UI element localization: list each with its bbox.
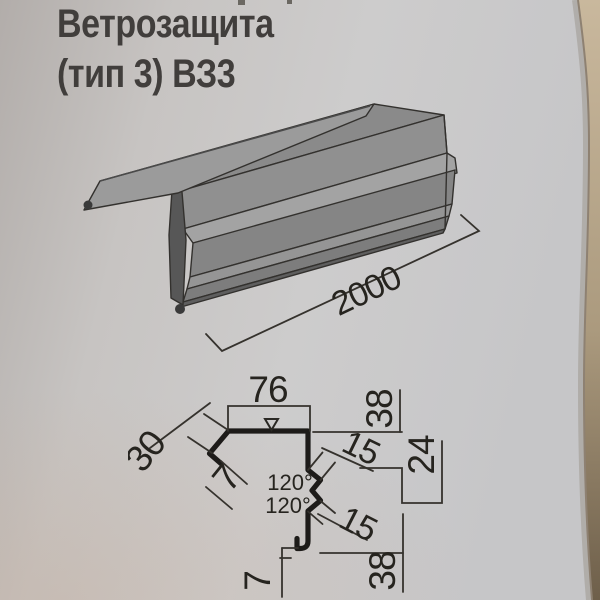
- profile-3d: [83, 103, 458, 314]
- product-title-line2: (тип 3) ВЗ3: [57, 52, 236, 96]
- profile-section-outline: [206, 428, 324, 552]
- product-title-line1: Ветрозащита: [57, 2, 274, 46]
- flange-hem-fold: [83, 200, 93, 210]
- svg-text:15: 15: [336, 423, 385, 473]
- dim-right-upper: 38: [312, 389, 403, 433]
- dim-right-lower: 38: [319, 513, 404, 593]
- cropped-text-remnant: [287, 0, 292, 4]
- bottom-hem-fold: [175, 304, 185, 314]
- svg-text:7: 7: [237, 571, 278, 591]
- angle-upper-label: 120°: [267, 470, 313, 495]
- svg-text:7: 7: [204, 458, 248, 499]
- svg-text:76: 76: [248, 369, 287, 410]
- svg-text:24: 24: [401, 435, 442, 475]
- svg-text:30: 30: [128, 423, 174, 480]
- dim-top-width: 76: [227, 369, 311, 432]
- dim-flange-hem: 7: [204, 458, 248, 510]
- dim-rib-lower: 15: [307, 499, 383, 549]
- svg-text:15: 15: [333, 499, 382, 549]
- svg-text:38: 38: [362, 551, 403, 590]
- dimension-2000-label: 2000: [326, 258, 407, 323]
- isometric-drawing: 2000: [83, 103, 481, 353]
- section-drawing: 76 30 7 38 15: [128, 369, 443, 598]
- angle-lower-label: 120°: [265, 493, 311, 518]
- face-side-marker-icon: [263, 418, 280, 432]
- dim-bottom-hem: 7: [237, 547, 299, 598]
- cropped-text-remnant: [238, 0, 245, 5]
- dim-middle: 24: [359, 435, 443, 504]
- svg-text:38: 38: [359, 389, 400, 428]
